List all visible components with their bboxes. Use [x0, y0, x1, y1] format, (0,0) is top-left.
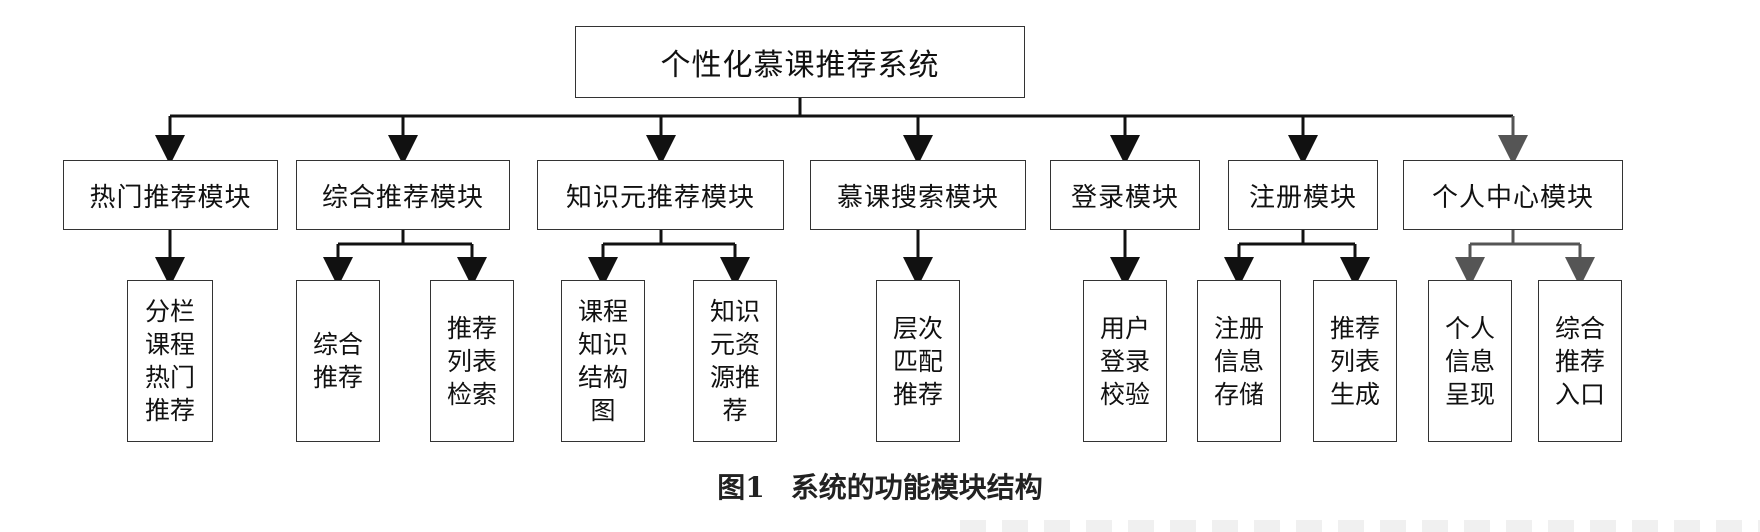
leaf-label: 注册 信息 存储	[1213, 313, 1264, 409]
module-title: 知识元推荐模块	[565, 182, 755, 213]
leaf-label: 推荐 列表 检索	[446, 313, 497, 409]
module-box-comprehensive-recommend: 综合推荐模块	[296, 160, 510, 230]
leaf-box: 分栏 课程 热门 推荐	[127, 280, 213, 442]
leaf-label: 推荐 列表 生成	[1329, 313, 1380, 409]
figure-number: 图1	[717, 471, 765, 504]
module-box-personal-center: 个人中心模块	[1403, 160, 1623, 230]
module-box-knowledge-recommend: 知识元推荐模块	[537, 160, 784, 230]
leaf-box: 综合 推荐	[296, 280, 380, 442]
module-title: 慕课搜索模块	[836, 182, 999, 213]
leaf-box: 推荐 列表 检索	[430, 280, 514, 442]
leaf-box: 用户 登录 校验	[1083, 280, 1167, 442]
leaf-box: 个人 信息 呈现	[1428, 280, 1512, 442]
leaf-label: 分栏 课程 热门 推荐	[144, 297, 195, 425]
leaf-box: 注册 信息 存储	[1197, 280, 1281, 442]
leaf-label: 知识 元资 源推 荐	[709, 297, 760, 425]
figure-caption-text: 系统的功能模块结构	[790, 471, 1043, 504]
leaf-box: 综合 推荐 入口	[1538, 280, 1622, 442]
leaf-label: 层次 匹配 推荐	[892, 313, 943, 409]
leaf-label: 综合 推荐	[312, 330, 363, 392]
module-title: 热门推荐模块	[89, 182, 252, 213]
module-box-register: 注册模块	[1228, 160, 1378, 230]
root-node-box: 个性化慕课推荐系统	[575, 26, 1025, 98]
cropped-text-remnant	[960, 520, 1760, 532]
leaf-label: 综合 推荐 入口	[1554, 313, 1605, 409]
leaf-box: 推荐 列表 生成	[1313, 280, 1397, 442]
leaf-box: 课程 知识 结构 图	[561, 280, 645, 442]
figure-caption: 图1 系统的功能模块结构	[0, 466, 1760, 506]
module-title: 注册模块	[1248, 182, 1357, 213]
leaf-box: 知识 元资 源推 荐	[693, 280, 777, 442]
module-box-hot-recommend: 热门推荐模块	[63, 160, 278, 230]
root-node-title: 个性化慕课推荐系统	[660, 48, 940, 83]
module-title: 综合推荐模块	[321, 182, 484, 213]
leaf-box: 层次 匹配 推荐	[876, 280, 960, 442]
module-box-mooc-search: 慕课搜索模块	[810, 160, 1026, 230]
leaf-label: 个人 信息 呈现	[1444, 313, 1495, 409]
module-title: 个人中心模块	[1431, 182, 1594, 213]
module-title: 登录模块	[1070, 182, 1179, 213]
leaf-label: 用户 登录 校验	[1099, 313, 1150, 409]
leaf-label: 课程 知识 结构 图	[577, 297, 628, 425]
module-box-login: 登录模块	[1050, 160, 1200, 230]
